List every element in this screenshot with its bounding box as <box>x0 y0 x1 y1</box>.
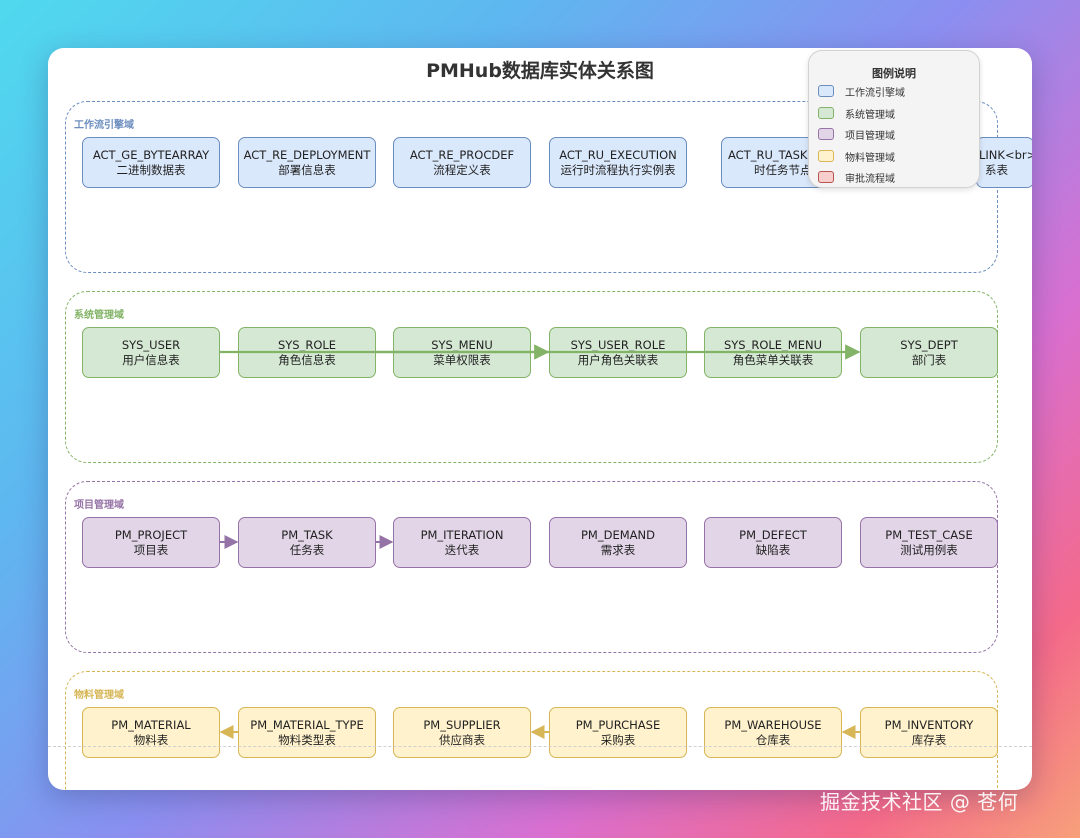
entity-desc: 缺陷表 <box>755 542 791 557</box>
entity-desc: 任务表 <box>289 542 325 557</box>
legend-label: 审批流程域 <box>845 174 895 185</box>
legend-item-system: 系统管理域 <box>818 107 978 121</box>
entity-pm-material[interactable]: PM_MATERIAL 物料表 <box>82 707 220 758</box>
legend: 图例说明 工作流引擎域 系统管理域 项目管理域 物料管理域 审批流程域 <box>808 50 980 188</box>
entity-name: ACT_RE_DEPLOYMENT <box>243 147 371 162</box>
entity-name: PM_INVENTORY <box>884 717 974 732</box>
entity-name: SYS_MENU <box>431 337 493 352</box>
entity-pm-material-type[interactable]: PM_MATERIAL_TYPE 物料类型表 <box>238 707 376 758</box>
entity-desc: 部门表 <box>911 352 947 367</box>
entity-desc: 迭代表 <box>444 542 480 557</box>
legend-label: 工作流引擎域 <box>845 88 905 99</box>
entity-name: PM_ITERATION <box>420 527 504 542</box>
entity-name: SYS_USER_ROLE <box>570 337 666 352</box>
entity-desc: 部署信息表 <box>278 162 336 177</box>
entity-pm-demand[interactable]: PM_DEMAND 需求表 <box>549 517 687 568</box>
entity-pm-iteration[interactable]: PM_ITERATION 迭代表 <box>393 517 531 568</box>
entity-sys-user[interactable]: SYS_USER 用户信息表 <box>82 327 220 378</box>
legend-item-workflow: 工作流引擎域 <box>818 85 978 99</box>
entity-name: ACT_RU_EXECUTION <box>559 147 677 162</box>
entity-desc: 库存表 <box>911 732 947 747</box>
legend-swatch <box>818 171 834 183</box>
domain-system: 系统管理域 <box>65 291 998 463</box>
entity-desc: 仓库表 <box>755 732 791 747</box>
entity-identity-link[interactable]: LINK<br> 系表 <box>976 137 1032 188</box>
legend-item-material: 物料管理域 <box>818 150 978 164</box>
entity-desc: 采购表 <box>600 732 636 747</box>
domain-project: 项目管理域 <box>65 481 998 653</box>
entity-name: ACT_RU_TASK< <box>728 147 818 162</box>
entity-name: PM_PROJECT <box>114 527 188 542</box>
entity-name: ACT_RE_PROCDEF <box>409 147 515 162</box>
entity-name: PM_TEST_CASE <box>885 527 973 542</box>
relationship-lines <box>219 344 861 739</box>
entity-name: PM_MATERIAL <box>111 717 191 732</box>
entity-act-ge-bytearray[interactable]: ACT_GE_BYTEARRAY 二进制数据表 <box>82 137 220 188</box>
entity-name: PM_DEFECT <box>739 527 807 542</box>
entity-name: PM_MATERIAL_TYPE <box>250 717 364 732</box>
entity-name: PM_SUPPLIER <box>423 717 501 732</box>
entity-name: PM_WAREHOUSE <box>724 717 822 732</box>
diagram-canvas: PMHub数据库实体关系图 工作流引擎域 系统管理域 项目管理域 物料管理域 A… <box>48 48 1032 790</box>
legend-item-approval: 审批流程域 <box>818 171 978 185</box>
entity-name: PM_TASK <box>281 527 333 542</box>
legend-item-project: 项目管理域 <box>818 128 978 142</box>
entity-desc: 需求表 <box>600 542 636 557</box>
entity-desc: 供应商表 <box>439 732 485 747</box>
legend-title: 图例说明 <box>872 67 916 80</box>
entity-desc: 系表 <box>985 162 1008 177</box>
entity-pm-task[interactable]: PM_TASK 任务表 <box>238 517 376 568</box>
entity-desc: 物料表 <box>133 732 169 747</box>
entity-desc: 物料类型表 <box>278 732 336 747</box>
entity-pm-test-case[interactable]: PM_TEST_CASE 测试用例表 <box>860 517 998 568</box>
domain-label: 物料管理域 <box>74 690 124 701</box>
entity-desc: 用户信息表 <box>122 352 180 367</box>
domain-label: 系统管理域 <box>74 310 124 321</box>
entity-desc: 用户角色关联表 <box>577 352 659 367</box>
legend-label: 物料管理域 <box>845 153 895 164</box>
entity-desc: 角色信息表 <box>278 352 336 367</box>
entity-name: SYS_ROLE <box>277 337 337 352</box>
legend-label: 系统管理域 <box>845 110 895 121</box>
entity-desc: 测试用例表 <box>900 542 958 557</box>
entity-pm-inventory[interactable]: PM_INVENTORY 库存表 <box>860 707 998 758</box>
entity-desc: 二进制数据表 <box>116 162 186 177</box>
divider <box>48 746 1032 747</box>
entity-act-re-procdef[interactable]: ACT_RE_PROCDEF 流程定义表 <box>393 137 531 188</box>
entity-desc: 时任务节点 <box>754 162 812 177</box>
entity-desc: 运行时流程执行实例表 <box>560 162 676 177</box>
entity-pm-project[interactable]: PM_PROJECT 项目表 <box>82 517 220 568</box>
entity-name: PM_DEMAND <box>581 527 655 542</box>
legend-label: 项目管理域 <box>845 131 895 142</box>
legend-swatch <box>818 128 834 140</box>
domain-label: 项目管理域 <box>74 500 124 511</box>
diagram-title: PMHub数据库实体关系图 <box>426 60 654 82</box>
legend-swatch <box>818 85 834 97</box>
entity-desc: 菜单权限表 <box>433 352 491 367</box>
entity-pm-purchase[interactable]: PM_PURCHASE 采购表 <box>549 707 687 758</box>
entity-name: SYS_USER <box>121 337 181 352</box>
watermark: 掘金技术社区 @ 苍何 <box>820 790 1019 814</box>
entity-sys-dept[interactable]: SYS_DEPT 部门表 <box>860 327 998 378</box>
entity-name: LINK<br> <box>979 147 1032 162</box>
entity-pm-defect[interactable]: PM_DEFECT 缺陷表 <box>704 517 842 568</box>
entity-name: ACT_GE_BYTEARRAY <box>92 147 210 162</box>
entity-name: SYS_ROLE_MENU <box>723 337 823 352</box>
entity-act-ru-execution[interactable]: ACT_RU_EXECUTION 运行时流程执行实例表 <box>549 137 687 188</box>
entity-desc: 项目表 <box>133 542 169 557</box>
entity-pm-warehouse[interactable]: PM_WAREHOUSE 仓库表 <box>704 707 842 758</box>
legend-swatch <box>818 107 834 119</box>
domain-label: 工作流引擎域 <box>74 120 134 131</box>
entity-name: SYS_DEPT <box>900 337 958 352</box>
entity-desc: 流程定义表 <box>433 162 491 177</box>
legend-swatch <box>818 150 834 162</box>
entity-name: PM_PURCHASE <box>575 717 661 732</box>
entity-desc: 角色菜单关联表 <box>732 352 814 367</box>
entity-act-re-deployment[interactable]: ACT_RE_DEPLOYMENT 部署信息表 <box>238 137 376 188</box>
entity-pm-supplier[interactable]: PM_SUPPLIER 供应商表 <box>393 707 531 758</box>
